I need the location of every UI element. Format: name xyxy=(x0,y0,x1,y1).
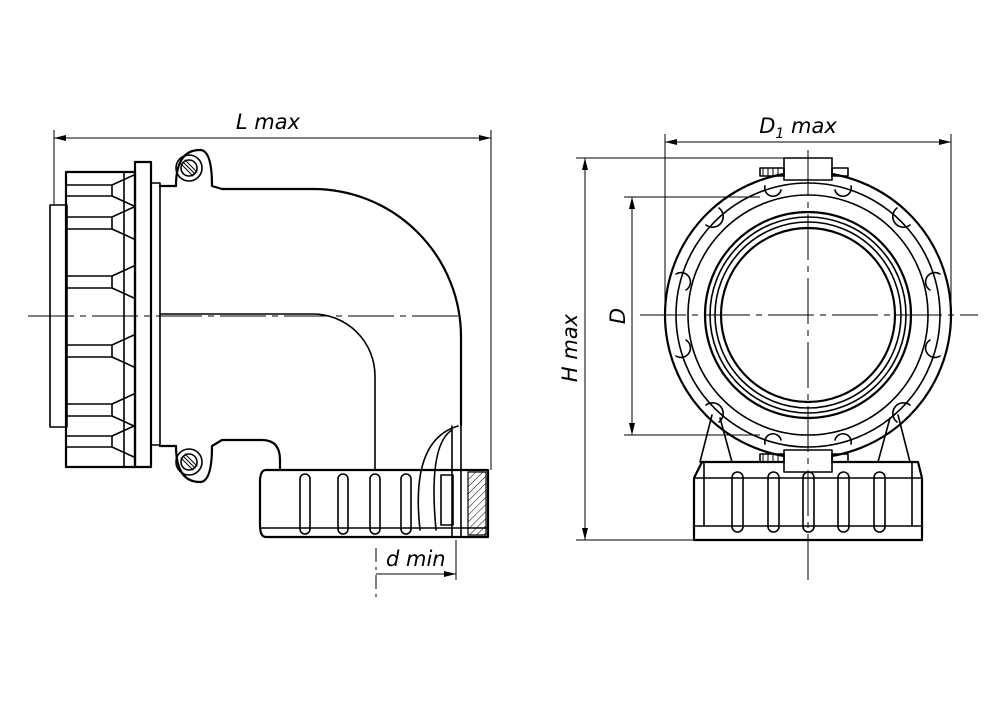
side-view: L max d min xyxy=(28,110,492,600)
label-cable-diameter-min: d min xyxy=(386,547,446,571)
nut-ribs xyxy=(65,174,135,458)
front-view: D1 max H max D xyxy=(558,114,978,585)
dimension-length-max xyxy=(53,130,492,470)
dimension-outer-diameter-max xyxy=(664,134,952,315)
dimension-diameter xyxy=(624,196,760,436)
label-outer-diameter-max: D1 max xyxy=(759,114,837,142)
label-outer-diameter-suffix: max xyxy=(784,114,837,138)
screw-bottom-icon xyxy=(175,448,203,476)
dimension-cable-diameter-min xyxy=(375,540,457,600)
label-length-max: L max xyxy=(236,110,301,134)
label-outer-diameter-subscript: 1 xyxy=(775,126,784,142)
screw-top-icon xyxy=(175,154,203,182)
label-diameter: D xyxy=(606,308,630,324)
label-height-max: H max xyxy=(558,313,582,382)
support-leg-left xyxy=(699,414,733,463)
top-clamp xyxy=(759,157,849,181)
elbow-body xyxy=(158,148,463,484)
support-leg-right xyxy=(877,414,911,463)
label-outer-diameter-symbol: D xyxy=(759,114,775,138)
coupling-nut xyxy=(49,160,161,469)
cable-gland xyxy=(258,425,490,539)
dimension-height-max xyxy=(576,157,808,541)
gland-slots xyxy=(299,473,412,535)
flange-lugs xyxy=(675,185,941,445)
front-gland-slots xyxy=(731,471,886,533)
